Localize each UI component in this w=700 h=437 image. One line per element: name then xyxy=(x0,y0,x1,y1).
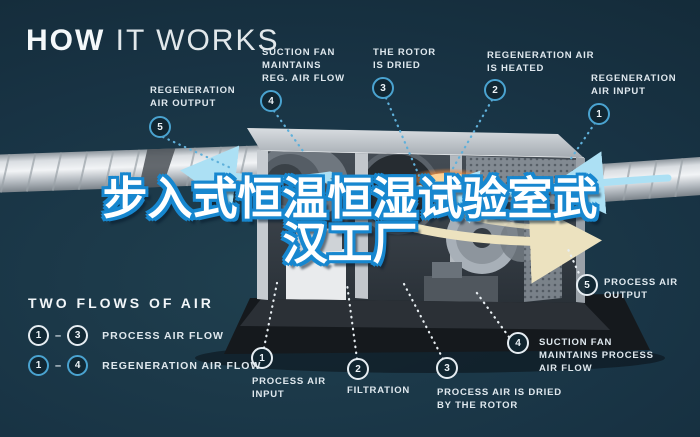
page-title-light: IT WORKS xyxy=(115,24,280,57)
callout-label-regeneration-4: SUCTION FAN MAINTAINS REG. AIR FLOW xyxy=(262,47,345,84)
callout-number-process-1: 1 xyxy=(251,347,273,369)
machine-top-panel xyxy=(247,128,584,158)
legend-title: TWO FLOWS OF AIR xyxy=(28,295,214,311)
callout-number-process-3: 3 xyxy=(436,357,458,379)
callout-leader-lines xyxy=(161,96,597,361)
callout-label-process-3: PROCESS AIR IS DRIED BY THE ROTOR xyxy=(437,387,562,411)
chinese-caption-line1: 步入式恒温恒湿试验室武 xyxy=(102,172,598,225)
callout-label-regeneration-1: REGENERATION AIR INPUT xyxy=(591,73,677,97)
callout-number-process-4: 4 xyxy=(507,332,529,354)
regeneration-air-flow-arrows xyxy=(180,145,672,224)
callout-label-regeneration-2: REGENERATION AIR IS HEATED xyxy=(487,50,595,74)
machinery-block xyxy=(424,276,498,303)
callout-label-process-5: PROCESS AIR OUTPUT xyxy=(604,277,678,301)
legend-end-circle: 4 xyxy=(67,355,89,376)
callout-number-regeneration-4: 4 xyxy=(260,90,282,112)
callout-number-regeneration-3: 3 xyxy=(372,77,394,99)
callout-label-regeneration-3: THE ROTOR IS DRIED xyxy=(373,47,436,71)
legend-label-regeneration: REGENERATION AIR FLOW xyxy=(102,359,262,372)
legend-row-process: 1 – 3 PROCESS AIR FLOW xyxy=(28,325,224,346)
legend-end-circle: 3 xyxy=(67,325,89,346)
chinese-caption-line2: 汉工厂 xyxy=(282,217,418,270)
legend-row-regeneration: 1 – 4 REGENERATION AIR FLOW xyxy=(28,355,261,376)
callout-number-process-2: 2 xyxy=(347,358,369,380)
interior-floor xyxy=(240,299,610,330)
legend-label-process: PROCESS AIR FLOW xyxy=(102,329,224,342)
callout-label-process-2: FILTRATION xyxy=(347,385,411,396)
chinese-caption: 步入式恒温恒湿试验室武 汉工厂 xyxy=(0,176,700,266)
legend-start-circle: 1 xyxy=(28,355,49,376)
callout-number-regeneration-2: 2 xyxy=(484,79,506,101)
callout-label-process-4: SUCTION FAN MAINTAINS PROCESS AIR FLOW xyxy=(539,337,654,374)
legend-start-circle: 1 xyxy=(28,325,49,346)
callout-number-process-5: 5 xyxy=(576,274,598,296)
process-air-flow-arrows xyxy=(410,202,602,284)
callout-number-regeneration-5: 5 xyxy=(149,116,171,138)
callout-number-regeneration-1: 1 xyxy=(588,103,610,125)
legend-dash: – xyxy=(55,329,62,342)
duct-cutaway-opening xyxy=(138,148,176,188)
legend-dash: – xyxy=(55,359,62,372)
callout-label-regeneration-5: REGENERATION AIR OUTPUT xyxy=(150,85,236,109)
filter-box xyxy=(286,249,346,303)
callout-label-process-1: PROCESS AIR INPUT xyxy=(252,376,326,400)
page-title-bold: HOW xyxy=(26,24,106,57)
page-title: HOW IT WORKS xyxy=(26,24,279,58)
